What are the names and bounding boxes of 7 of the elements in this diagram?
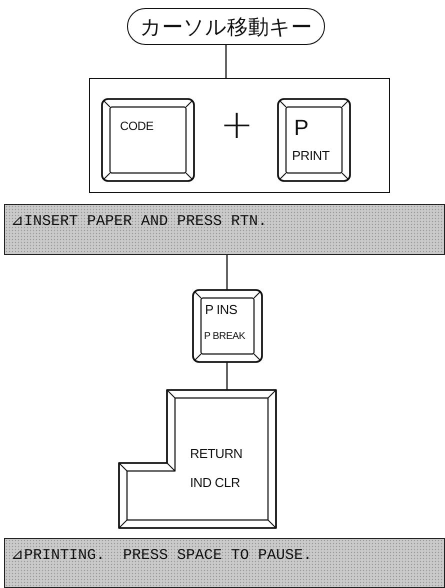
plus-sign: + <box>220 105 254 145</box>
terminal-pill: カーソル移動キー <box>127 8 325 45</box>
connector-line <box>225 45 227 78</box>
connector-line <box>226 362 228 390</box>
connector-line <box>226 255 228 290</box>
screen-message-bar: ⊿PRINTING. PRESS SPACE TO PAUSE. <box>4 538 445 588</box>
screen-message-bar: ⊿INSERT PAPER AND PRESS RTN. <box>4 204 445 255</box>
